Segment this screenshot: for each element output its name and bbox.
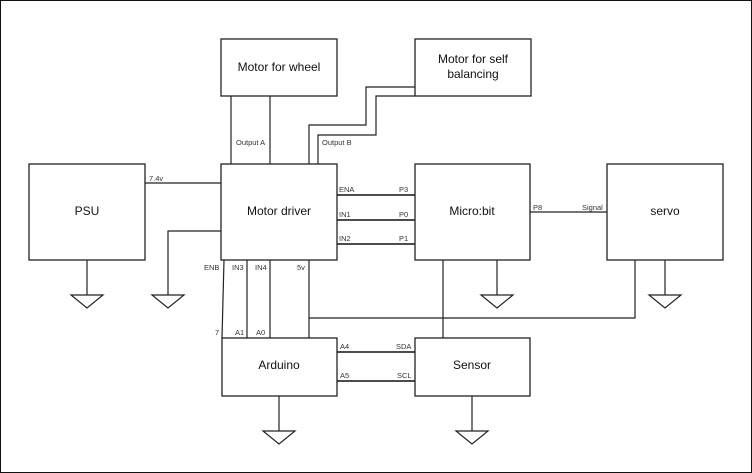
label-output-a: Output A: [236, 138, 265, 147]
block-label: Sensor: [453, 358, 491, 372]
ground-icon: [647, 294, 683, 309]
wire-driver-gnd: [167, 230, 221, 295]
label-p3: P3: [399, 185, 408, 194]
wire-output-b-outer: [308, 86, 415, 164]
block-motor-driver[interactable]: Motor driver: [220, 163, 338, 261]
label-a0: A0: [256, 328, 265, 337]
label-in3: IN3: [232, 263, 244, 272]
ground-icon: [261, 430, 297, 445]
label-in2: IN2: [339, 234, 351, 243]
ground-icon: [454, 430, 490, 445]
block-label: Motor driver: [247, 204, 311, 218]
label-p1: P1: [399, 234, 408, 243]
label-output-b: Output B: [322, 138, 352, 147]
label-a4: A4: [340, 342, 349, 351]
ground-symbols: [69, 294, 683, 445]
block-arduino[interactable]: Arduino: [221, 337, 338, 397]
block-label: Arduino: [258, 358, 300, 372]
label-in1: IN1: [339, 210, 351, 219]
block-servo[interactable]: servo: [606, 163, 724, 261]
wire-servo-power: [309, 260, 636, 319]
label-p8: P8: [533, 203, 542, 212]
label-psu-voltage: 7.4v: [149, 174, 163, 183]
ground-icon: [150, 294, 186, 309]
label-a1: A1: [235, 328, 244, 337]
block-label-line2: balancing: [447, 67, 498, 81]
block-sensor[interactable]: Sensor: [414, 337, 531, 397]
label-enb: ENB: [204, 263, 219, 272]
ground-icon: [69, 294, 105, 309]
label-ena: ENA: [339, 185, 354, 194]
pin-labels: Output A Output B 7.4v ENA IN1 IN2 P3 P0…: [149, 138, 603, 380]
label-in4: IN4: [255, 263, 267, 272]
label-a5: A5: [340, 371, 349, 380]
block-microbit[interactable]: Micro:bit: [414, 163, 531, 261]
label-signal: Signal: [582, 203, 603, 212]
block-label: Micro:bit: [449, 204, 495, 218]
label-pin-7: 7: [215, 328, 219, 337]
label-p0: P0: [399, 210, 408, 219]
wires: [86, 86, 666, 431]
ground-icon: [479, 294, 515, 309]
block-motor-wheel[interactable]: Motor for wheel: [220, 38, 338, 97]
label-scl: SCL: [397, 371, 412, 380]
label-5v: 5v: [297, 263, 305, 272]
block-label: servo: [650, 204, 680, 218]
block-label-line1: Motor for self: [438, 52, 509, 66]
wire-enb-7: [221, 259, 225, 339]
wire-output-b-inner: [317, 95, 415, 164]
block-label: Motor for wheel: [238, 60, 321, 74]
label-sda: SDA: [396, 342, 411, 351]
block-psu[interactable]: PSU: [28, 163, 146, 261]
block-motor-balancing[interactable]: Motor for self balancing: [414, 38, 532, 97]
block-label: PSU: [75, 204, 100, 218]
